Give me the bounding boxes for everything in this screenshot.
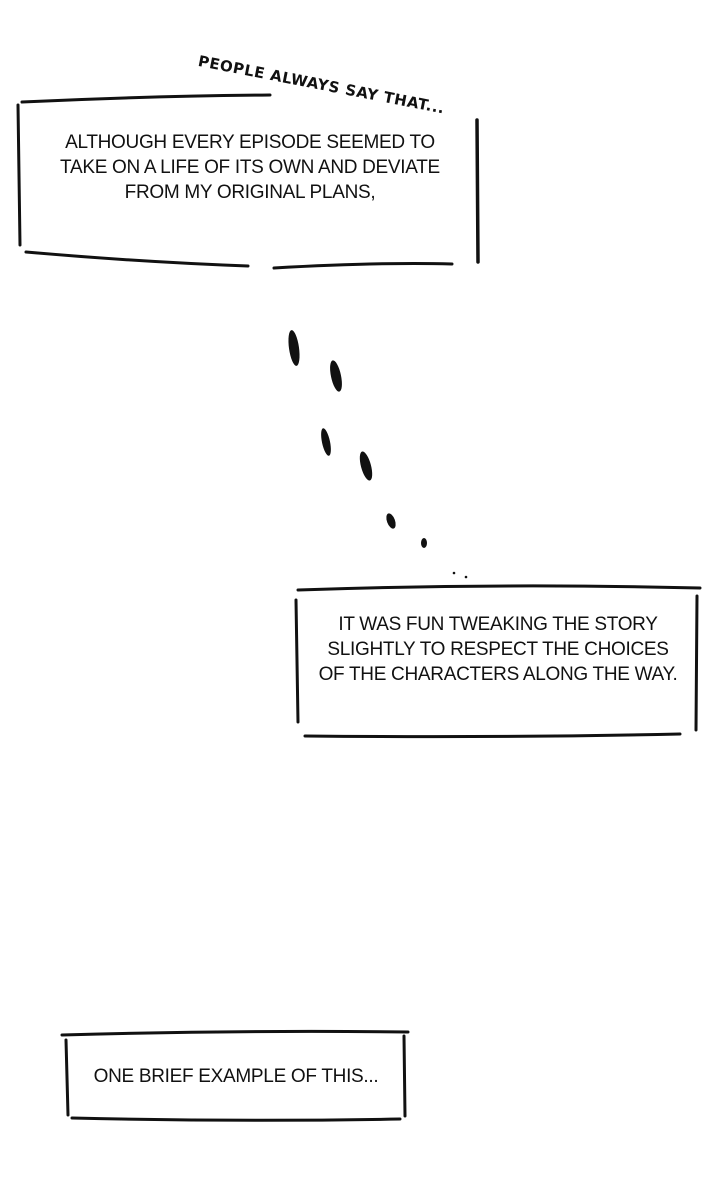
ellipsis-dots [288,330,468,579]
caption-box-1: ALTHOUGH EVERY EPISODE SEEMED TO TAKE ON… [60,132,440,203]
caption-box-2: IT WAS FUN TWEAKING THE STORY SLIGHTLY T… [318,614,678,685]
caption-box-3: ONE BRIEF EXAMPLE OF THIS... [93,1066,379,1087]
